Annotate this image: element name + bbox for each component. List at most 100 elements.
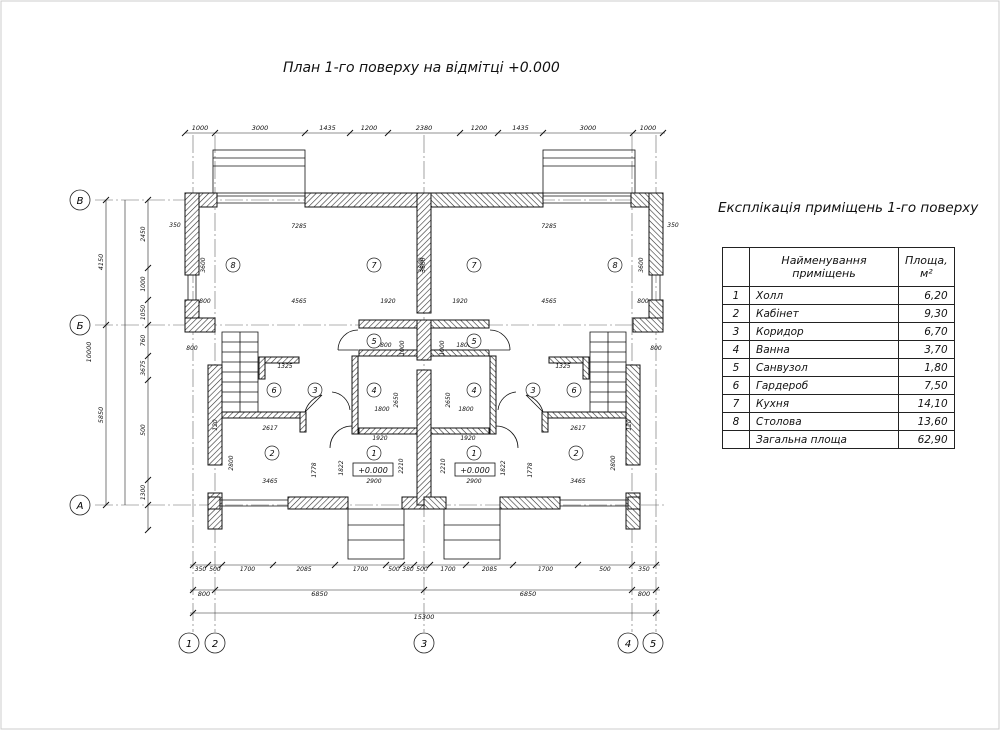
bottom-dimension: 500 <box>209 566 221 573</box>
bottom-dimension: 500 <box>599 566 611 573</box>
dimension-tick <box>426 561 434 569</box>
room-number-circle <box>466 257 482 273</box>
dimension-tick <box>652 609 660 617</box>
axis-label: В <box>77 196 84 207</box>
room-number: 3 <box>530 386 535 395</box>
interior-dimension: 1920 <box>380 298 395 305</box>
header-name: Найменування приміщень <box>749 247 899 287</box>
openings-left <box>187 149 405 560</box>
bottom-dimension: 2085 <box>296 566 311 573</box>
total-dimension: 15300 <box>414 613 435 621</box>
bottom-dimension: 500 <box>388 566 400 573</box>
room-number: 2 <box>573 449 578 458</box>
left-inner-dimension: 500 <box>140 424 147 436</box>
row-name: Кабінет <box>749 304 899 323</box>
header-area-line1: Площа, <box>905 254 948 267</box>
walls-left-half <box>184 192 432 530</box>
room-number: 2 <box>269 449 274 458</box>
bottom-dimension: 1700 <box>538 566 553 573</box>
row-name: Столова <box>749 412 899 431</box>
top-dimension: 1200 <box>361 124 378 132</box>
openings-right <box>443 149 661 560</box>
interior-dimension: 800 <box>199 298 211 305</box>
interior-dimension: 800 <box>637 298 649 305</box>
axis-label: 4 <box>625 639 631 650</box>
bottom-dimension: 1700 <box>440 566 455 573</box>
interior-dimension: 3600 <box>420 257 427 272</box>
row-area: 3,70 <box>898 340 955 359</box>
row-name: Санвузол <box>749 358 899 377</box>
dimension-tick <box>204 561 212 569</box>
room-number-circle <box>366 445 382 461</box>
room-number-circle <box>266 382 282 398</box>
dimension-tick <box>144 321 152 329</box>
left-inner-dimension: 2450 <box>140 226 147 241</box>
interior-dimension: 1000 <box>439 340 446 355</box>
dimension-tick <box>420 586 428 594</box>
room-number-circle <box>366 333 382 349</box>
row-number: 1 <box>722 286 750 305</box>
interior-dimension: 800 <box>186 345 198 352</box>
interior-dimension: 1822 <box>338 460 345 475</box>
interior-dimension: 2800 <box>228 455 235 470</box>
interior-dimension: 2900 <box>466 478 481 485</box>
bottom-dimension: 6850 <box>311 590 328 598</box>
room-number: 8 <box>230 261 235 270</box>
top-dimension: 1200 <box>471 124 488 132</box>
dimension-tick <box>384 129 392 137</box>
room-number: 6 <box>271 386 276 395</box>
row-name: Коридор <box>749 322 899 341</box>
room-number-circle <box>607 257 623 273</box>
dimension-tick <box>574 561 582 569</box>
dimension-tick <box>629 129 637 137</box>
room-number: 5 <box>471 337 476 346</box>
total-name: Загальна площа <box>749 430 899 449</box>
room-number-circle <box>466 382 482 398</box>
interior-dimension: 1000 <box>399 340 406 355</box>
axis-bubble <box>69 314 91 336</box>
bottom-dimension: 800 <box>638 590 650 598</box>
interior-dimension: 1800 <box>374 406 389 413</box>
interior-dimension: 3600 <box>638 257 645 272</box>
dimension-tick <box>462 561 470 569</box>
plan-title: План 1-го поверху на відмітці +0.000 <box>283 60 560 76</box>
dimension-tick <box>144 376 152 384</box>
bottom-dimension: 350 <box>638 566 650 573</box>
level-mark-box <box>352 462 394 477</box>
dimension-tick <box>144 526 152 534</box>
explication-title: Експлікація приміщень 1-го поверху <box>718 200 979 216</box>
row-area: 6,70 <box>898 322 955 341</box>
interior-dimension: 800 <box>650 345 662 352</box>
row-number: 4 <box>722 340 750 359</box>
level-mark: +0.000 <box>460 466 490 475</box>
dimension-tick <box>189 586 197 594</box>
level-mark: +0.000 <box>358 466 388 475</box>
dimension-tick <box>382 561 390 569</box>
interior-dimension: 1920 <box>460 435 475 442</box>
bottom-dimension: 2085 <box>482 566 497 573</box>
axis-bubble <box>69 494 91 516</box>
interior-dimension: 2617 <box>262 425 277 432</box>
room-number-circle <box>566 382 582 398</box>
axis-grid-lines <box>95 135 665 632</box>
top-dimension: 2380 <box>416 124 433 132</box>
row-area: 1,80 <box>898 358 955 377</box>
dimension-tick <box>398 561 406 569</box>
room-number-circle <box>307 382 323 398</box>
axis-bubble <box>69 189 91 211</box>
interior-dimension: 3465 <box>570 478 585 485</box>
left-inner-dimension: 1050 <box>140 305 147 320</box>
row-name: Холл <box>749 286 899 305</box>
dimension-tick <box>189 609 197 617</box>
top-dimension: 1435 <box>512 124 529 132</box>
header-number <box>722 247 750 287</box>
